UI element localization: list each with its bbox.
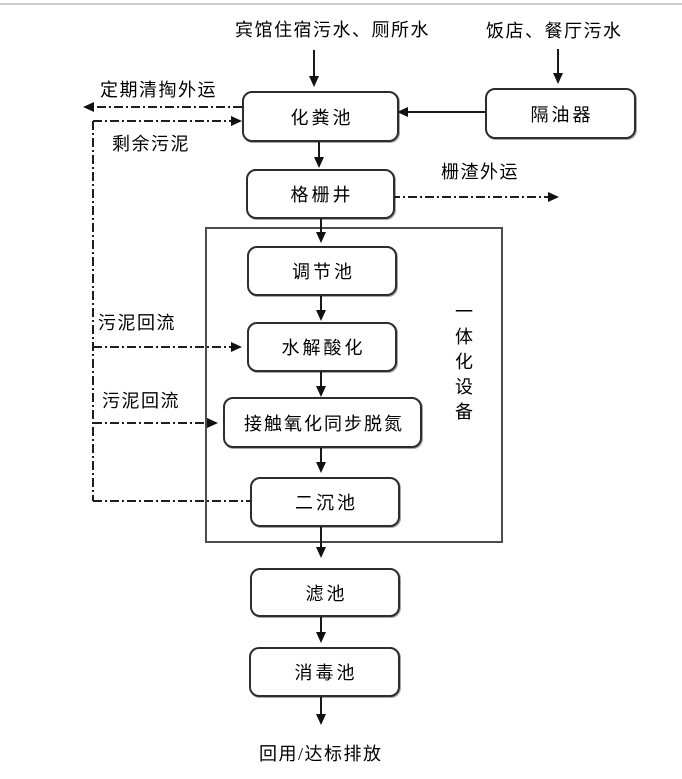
arrowhead-down bbox=[316, 547, 326, 558]
arrowhead-left-dashed bbox=[83, 102, 94, 112]
arrowhead-down bbox=[316, 232, 326, 243]
arrowhead-down bbox=[316, 462, 326, 473]
node-label: 隔油器 bbox=[530, 104, 594, 125]
node-label: 格栅井 bbox=[290, 185, 354, 205]
arrowhead-right-dashed bbox=[231, 116, 242, 126]
arrowhead-down bbox=[309, 76, 319, 87]
label-periodic-removal: 定期清掏外运 bbox=[100, 80, 217, 100]
arrowhead-right-dashed bbox=[207, 418, 218, 428]
arrowhead-down bbox=[316, 386, 326, 397]
node-label: 消毒池 bbox=[294, 663, 358, 683]
page-top-divider bbox=[0, 3, 682, 5]
node-label: 滤池 bbox=[305, 583, 348, 604]
label-integrated-equipment: 一体化设备 bbox=[453, 302, 473, 427]
node-grid-well: 格栅井 bbox=[246, 169, 395, 219]
node-secondary-sedimentation-tank: 二沉池 bbox=[250, 477, 400, 527]
arrowheads bbox=[83, 73, 563, 725]
arrowhead-down bbox=[316, 714, 326, 725]
integrated-equipment-container bbox=[205, 227, 503, 543]
arrowhead-down bbox=[316, 632, 326, 643]
label-outlet: 回用/达标排放 bbox=[259, 744, 383, 764]
label-sludge-return-1: 污泥回流 bbox=[98, 313, 176, 333]
node-label: 水解酸化 bbox=[281, 338, 366, 358]
node-label: 二沉池 bbox=[295, 493, 358, 513]
label-sludge-return-2: 污泥回流 bbox=[102, 391, 180, 411]
label-hotel-sewage: 宾馆住宿污水、厕所水 bbox=[235, 20, 430, 40]
node-regulating-tank: 调节池 bbox=[247, 246, 397, 296]
node-label: 调节池 bbox=[292, 262, 355, 282]
node-filter-tank: 滤池 bbox=[250, 568, 400, 617]
arrowhead-left bbox=[397, 107, 408, 117]
node-disinfection-tank: 消毒池 bbox=[249, 647, 400, 697]
dashed-sludge-lines bbox=[92, 106, 548, 502]
label-excess-sludge: 剩余污泥 bbox=[112, 134, 190, 154]
arrowhead-down bbox=[316, 310, 326, 321]
solid-flow-arrows bbox=[313, 49, 559, 714]
node-grease-separator: 隔油器 bbox=[485, 88, 636, 139]
node-label: 接触氧化同步脱氮 bbox=[244, 413, 404, 434]
arrowhead-down bbox=[553, 73, 563, 84]
arrowhead-right-dashed bbox=[548, 192, 559, 202]
arrowhead-right-dashed bbox=[231, 342, 242, 352]
node-label: 化粪池 bbox=[290, 107, 354, 128]
node-contact-oxidation-denitrification: 接触氧化同步脱氮 bbox=[223, 397, 422, 448]
arrowhead-down bbox=[314, 157, 324, 168]
label-restaurant-sewage: 饭店、餐厅污水 bbox=[486, 21, 623, 41]
label-grid-residue: 栅渣外运 bbox=[441, 162, 519, 182]
node-septic-tank: 化粪池 bbox=[242, 91, 399, 142]
node-hydrolysis-acidification: 水解酸化 bbox=[247, 322, 397, 372]
